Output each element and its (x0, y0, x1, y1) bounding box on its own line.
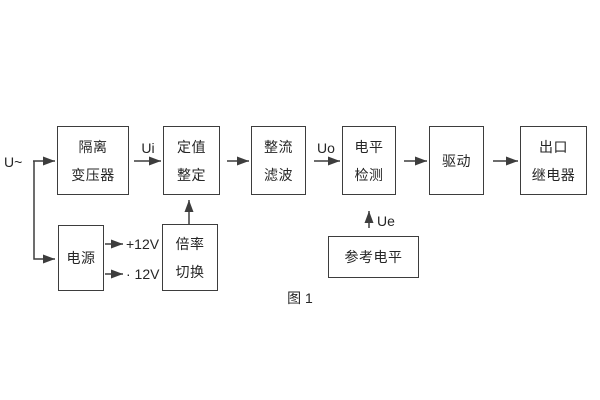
figure-caption: 图 1 (287, 290, 313, 306)
block-label: 倍率 (175, 235, 205, 252)
block-reference-level: 参考电平 (328, 236, 419, 278)
block-label: 定值 (177, 138, 206, 155)
block-label: 出口 (539, 138, 568, 155)
block-label: 继电器 (531, 166, 576, 183)
power-rail-positive-label: +12V (126, 236, 160, 252)
block-label: 电源 (66, 250, 96, 266)
input-signal-label: U~ (4, 154, 23, 170)
block-drive: 驱动 (429, 126, 484, 195)
block-value-setting: 定值 整定 (163, 126, 220, 195)
block-label: 隔离 (78, 138, 108, 155)
block-label: 检测 (354, 166, 384, 183)
block-label: 驱动 (442, 152, 471, 169)
signal-label-ue: Ue (377, 213, 395, 229)
block-power-supply: 电源 (58, 225, 104, 291)
power-rail-negative-label: · 12V (126, 266, 160, 282)
block-isolation-transformer: 隔离 变压器 (57, 126, 129, 195)
block-output-relay: 出口 继电器 (520, 126, 587, 195)
block-label: 整定 (177, 166, 206, 183)
block-label: 变压器 (71, 166, 115, 183)
block-label: 滤波 (264, 166, 293, 183)
arrow-input-to-power (33, 161, 55, 264)
block-label: 电平 (354, 138, 384, 155)
signal-label-uo: Uo (317, 140, 335, 156)
block-rectify-filter: 整流 滤波 (251, 126, 306, 195)
block-label: 参考电平 (344, 249, 403, 265)
block-label: 整流 (264, 138, 293, 155)
block-level-detect: 电平 检测 (342, 126, 396, 195)
block-ratio-switch: 倍率 切换 (162, 224, 218, 291)
signal-label-ui: Ui (141, 140, 155, 156)
block-label: 切换 (175, 263, 205, 280)
